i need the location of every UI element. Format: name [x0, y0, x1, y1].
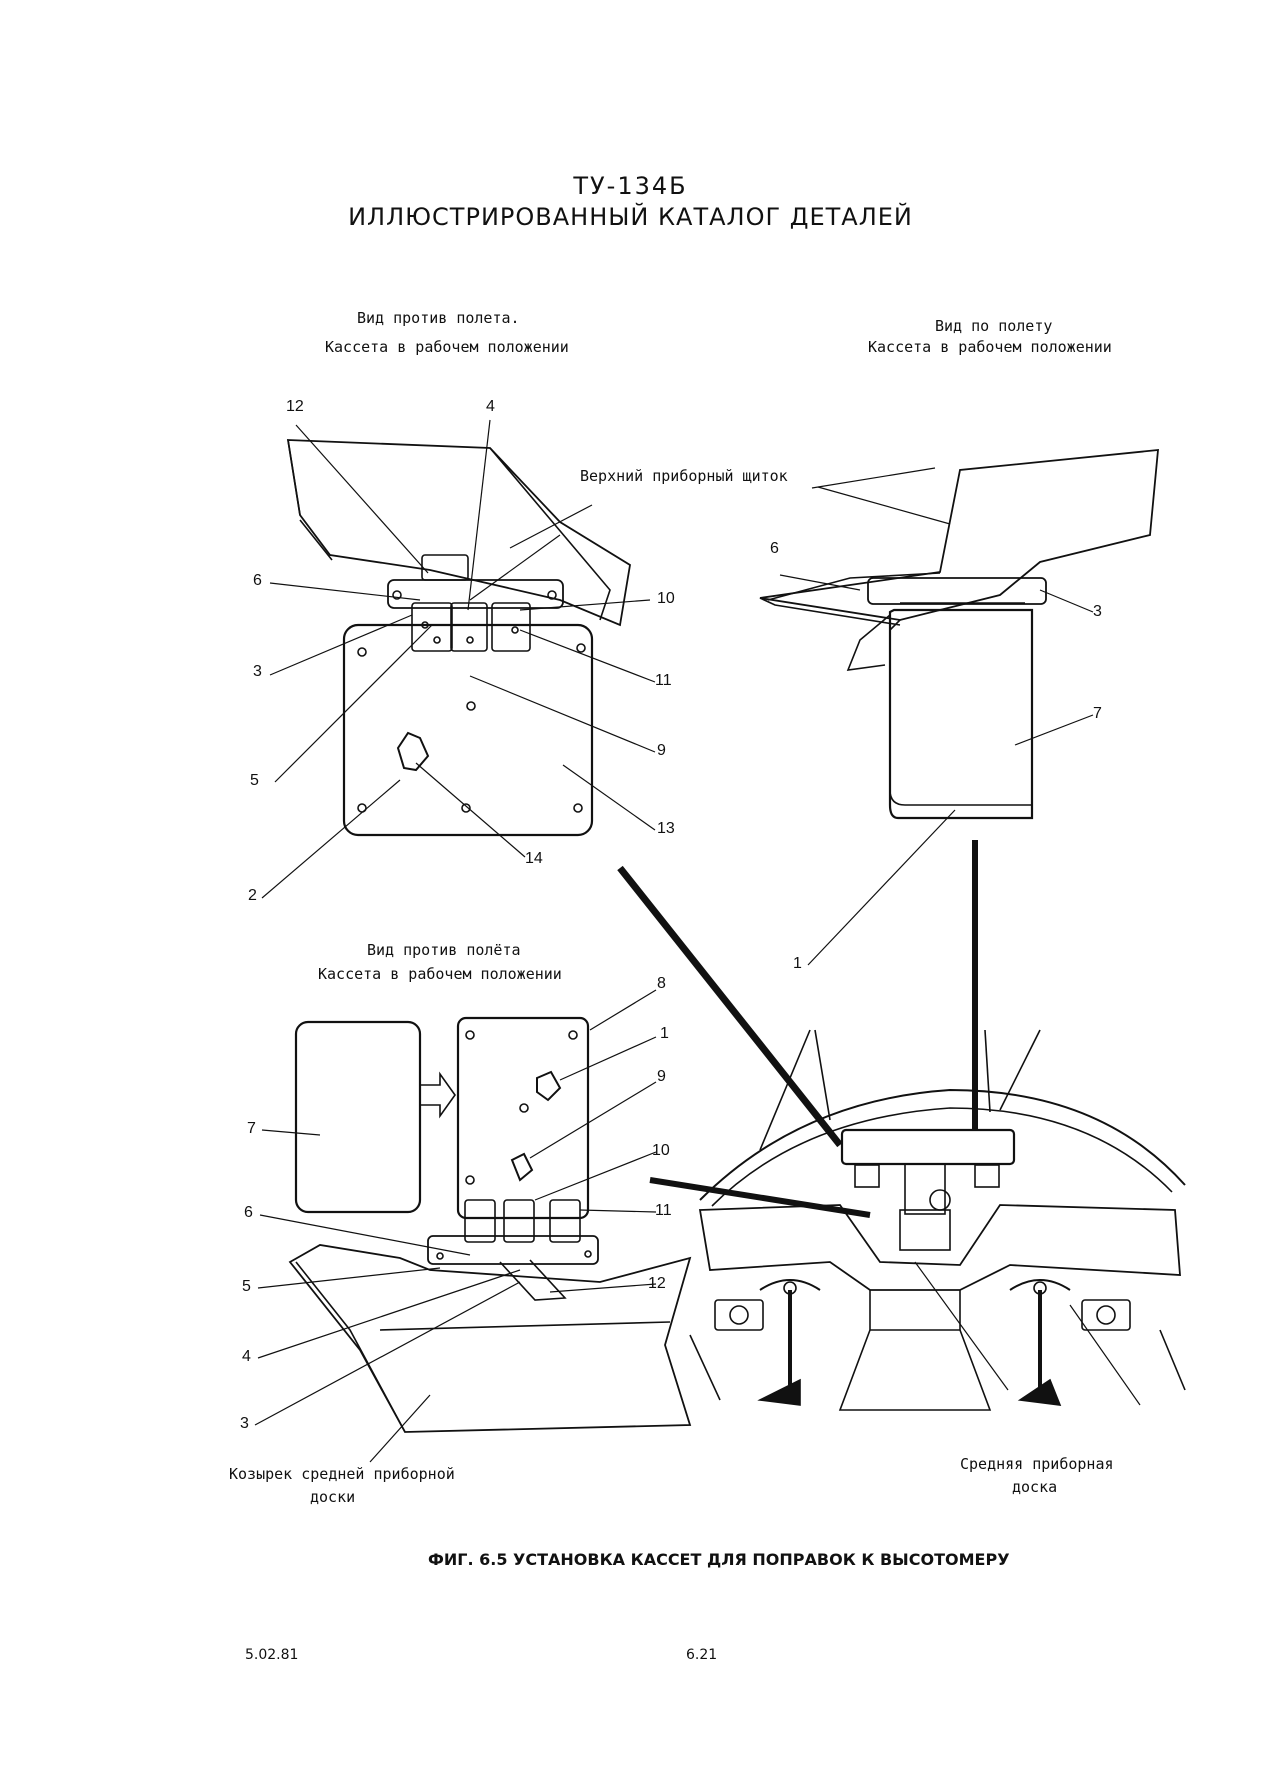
- callout-number: 12: [286, 398, 304, 415]
- footer-date: 5.02.81: [245, 1647, 299, 1663]
- callout-number: 3: [1093, 603, 1102, 620]
- callout-number: 5: [250, 772, 259, 789]
- callout-number: 9: [657, 742, 666, 759]
- callout-number: 10: [652, 1142, 670, 1159]
- top-left-view: [261, 419, 656, 899]
- catalog-title: ИЛЛЮСТРИРОВАННЫЙ КАТАЛОГ ДЕТАЛЕЙ: [348, 203, 913, 231]
- callout-number: 9: [657, 1068, 666, 1085]
- callout-number: 1: [660, 1025, 669, 1042]
- top-right-view: [759, 448, 1159, 966]
- callout-number: 4: [486, 398, 495, 415]
- figure-caption: ФИГ. 6.5 УСТАНОВКА КАССЕТ ДЛЯ ПОПРАВОК К…: [428, 1550, 1010, 1569]
- callout-number: 1: [793, 955, 802, 972]
- view-bl-line2: Кассета в рабочем положении: [318, 965, 562, 983]
- visor-label-line2: доски: [310, 1488, 356, 1506]
- callout-number: 3: [253, 663, 262, 680]
- callout-number: 7: [1093, 705, 1102, 722]
- view-tl-line2: Кассета в рабочем положении: [325, 338, 569, 356]
- callout-number: 6: [244, 1204, 253, 1221]
- callout-number: 11: [655, 672, 672, 689]
- visor-label-line1: Козырек средней приборной: [229, 1465, 455, 1483]
- callout-number: 2: [248, 887, 257, 904]
- footer-page-number: 6.21: [686, 1647, 718, 1663]
- view-tr-line1: Вид по полету: [935, 317, 1053, 335]
- callout-number: 14: [525, 850, 543, 867]
- callout-number: 3: [240, 1415, 249, 1432]
- callout-number: 6: [253, 572, 262, 589]
- callout-number: 11: [655, 1202, 672, 1219]
- cockpit-overview: [617, 840, 1186, 1411]
- view-tl-line1: Вид против полета.: [357, 309, 520, 327]
- callout-number: 4: [242, 1348, 251, 1365]
- callout-number: 10: [657, 590, 675, 607]
- callout-number: 6: [770, 540, 779, 557]
- callout-number: 8: [657, 975, 666, 992]
- callout-number: 7: [247, 1120, 256, 1137]
- callout-number: 5: [242, 1278, 251, 1295]
- callout-number: 12: [648, 1275, 666, 1292]
- middle-panel-label-line2: доска: [1012, 1478, 1058, 1496]
- view-tr-line2: Кассета в рабочем положении: [868, 338, 1112, 356]
- view-bl-line1: Вид против полёта: [367, 941, 521, 959]
- aircraft-model: ТУ-134Б: [573, 172, 688, 200]
- callout-number: 13: [657, 820, 675, 837]
- middle-panel-label-line1: Средняя приборная: [960, 1455, 1114, 1473]
- upper-panel-label: Верхний приборный щиток: [580, 467, 788, 485]
- bottom-left-view: [254, 989, 692, 1463]
